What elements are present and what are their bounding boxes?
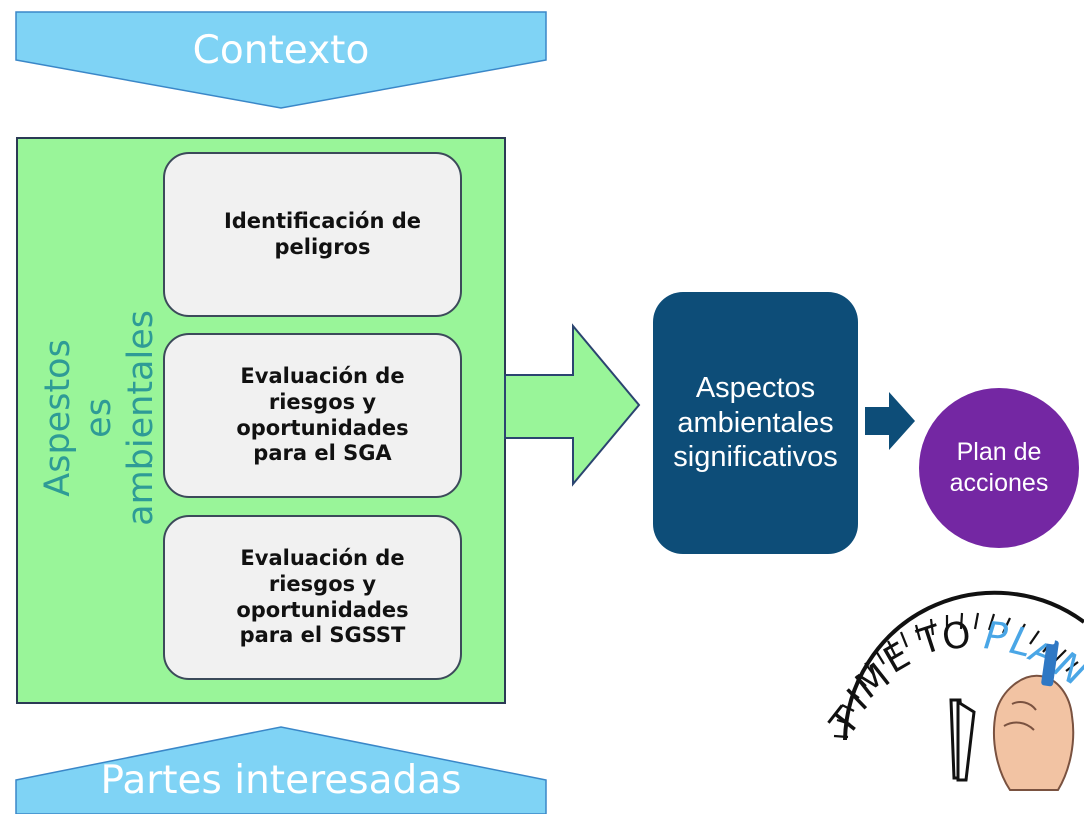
svg-text:O: O bbox=[940, 614, 974, 659]
step-box-risk-evaluation-sga: Evaluación de riesgos y oportunidades pa… bbox=[163, 333, 462, 498]
stakeholders-banner bbox=[15, 726, 547, 814]
panel-vertical-label-wrap: Aspestos es ambientales bbox=[38, 248, 161, 588]
significant-aspects-box: Aspectos ambientales significativos bbox=[673, 371, 838, 474]
step-label: Evaluación de riesgos y oportunidades pa… bbox=[236, 546, 409, 648]
plan-circle-bg bbox=[919, 388, 1079, 548]
action-plan-circle: Plan de acciones bbox=[949, 437, 1049, 497]
svg-text:P: P bbox=[982, 613, 1009, 659]
time-to-plan-clock: T I M E T O P L A N bbox=[822, 590, 1084, 791]
stakeholders-label: Partes interesadas bbox=[100, 758, 462, 803]
panel-vertical-label: Aspestos es ambientales bbox=[38, 310, 161, 526]
step-box-risk-evaluation-sgsst: Evaluación de riesgos y oportunidades pa… bbox=[163, 515, 462, 680]
context-label: Contexto bbox=[192, 28, 370, 73]
step-box-hazard-identification: Identificación de peligros bbox=[163, 152, 462, 317]
step-label: Evaluación de riesgos y oportunidades pa… bbox=[236, 364, 409, 466]
small-flow-arrow bbox=[865, 392, 915, 450]
step-label: Identificación de peligros bbox=[223, 208, 422, 259]
context-banner bbox=[15, 11, 547, 109]
result-box-bg bbox=[653, 292, 858, 554]
big-flow-arrow bbox=[504, 323, 641, 487]
